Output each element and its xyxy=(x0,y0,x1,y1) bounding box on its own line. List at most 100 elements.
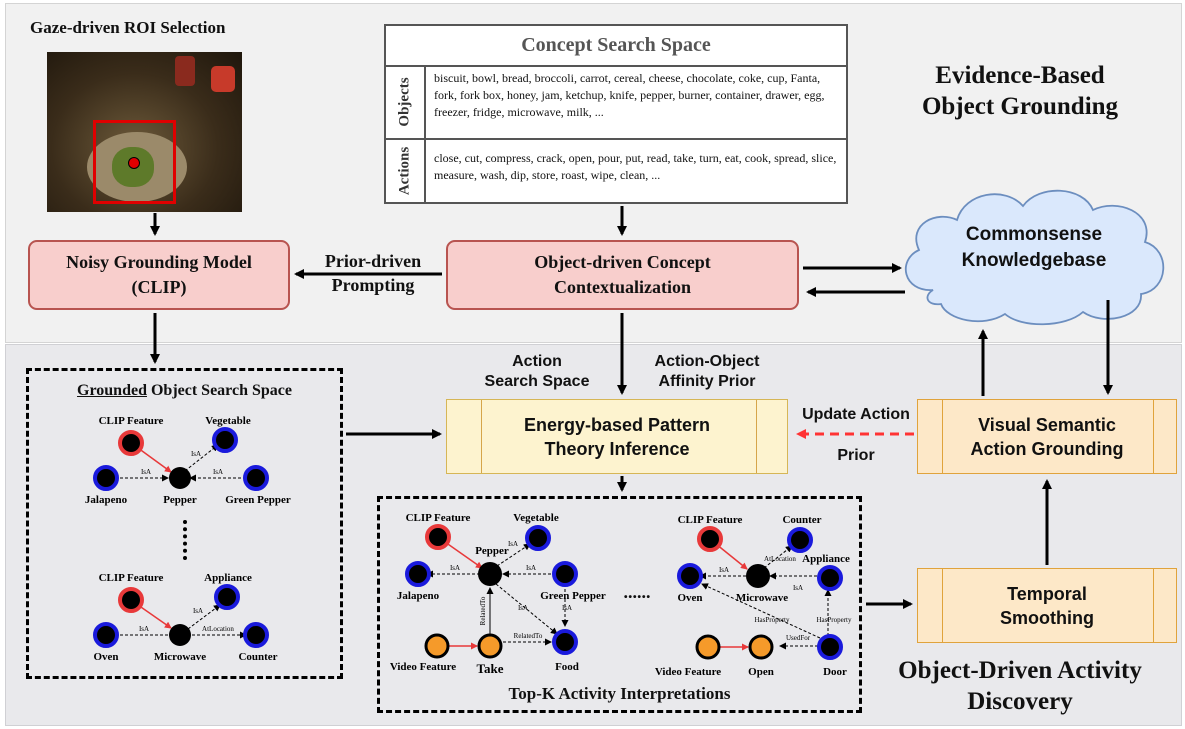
topk-title: Top-K Activity Interpretations xyxy=(508,684,731,703)
vsag-line2: Action Grounding xyxy=(970,438,1124,459)
g1-isa-2: IsA xyxy=(141,468,151,476)
tk-clip-node xyxy=(425,524,451,550)
tk2-oven-text: Oven xyxy=(677,592,702,604)
g1-pepper-text: Pepper xyxy=(163,494,197,506)
tk2-open-node xyxy=(748,634,774,660)
clip-node xyxy=(118,430,144,456)
tk-take-node xyxy=(477,633,503,659)
tk2-open-text: Open xyxy=(748,666,774,678)
g2-microwave-text: Microwave xyxy=(154,651,206,663)
tk-isa-5: IsA xyxy=(562,604,572,612)
tk-pepper-text: Pepper xyxy=(475,545,509,557)
tk2-video-node xyxy=(695,634,721,660)
tk-video-node xyxy=(424,633,450,659)
activity-heading-line1: Object-Driven Activity xyxy=(898,657,1142,684)
tk-vegetable-text: Vegetable xyxy=(513,512,559,524)
tk-green-pepper-node xyxy=(552,561,578,587)
tk2-door-node xyxy=(817,634,843,660)
tk-jalapeno-node xyxy=(405,561,431,587)
row-separator xyxy=(386,138,846,140)
tk2-isa-2: IsA xyxy=(793,584,803,592)
g2-isa-2: IsA xyxy=(139,625,149,633)
tk-isa-3: IsA xyxy=(526,564,536,572)
tk-vegetable-node xyxy=(525,525,551,551)
noisy-grounding-box: Noisy Grounding Model (CLIP) xyxy=(28,240,290,310)
grounded-ellipsis xyxy=(183,520,191,560)
tk-jalapeno-text: Jalapeno xyxy=(397,590,440,602)
grounded-title-underlined: Grounded xyxy=(77,382,147,399)
g2-counter-text: Counter xyxy=(238,651,277,663)
affinity-line2: Affinity Prior xyxy=(658,373,756,390)
g1-clip-text: CLIP Feature xyxy=(99,415,164,427)
vegetable-node xyxy=(212,427,238,453)
g2-clip-text: CLIP Feature xyxy=(99,572,164,584)
energy-line2: Theory Inference xyxy=(544,438,690,459)
g2-appliance-text: Appliance xyxy=(204,572,252,584)
concept-search-space: Concept Search Space Objects biscuit, bo… xyxy=(384,24,848,204)
noisy-line2: (CLIP) xyxy=(131,277,187,297)
prior-driven-line2: Prompting xyxy=(331,275,415,295)
tk-pepper-node xyxy=(478,562,502,586)
temporal-right-bar xyxy=(1153,569,1154,642)
tk-green-pepper-text: Green Pepper xyxy=(540,590,606,602)
topk-graph-right: CLIP Feature Counter Appliance Oven Micr… xyxy=(655,514,852,678)
jar-2 xyxy=(211,66,235,92)
tk-relatedto-1: RelatedTo xyxy=(514,632,543,640)
objects-row-header: Objects xyxy=(386,65,426,138)
g1-vegetable-text: Vegetable xyxy=(205,415,251,427)
vsag-line1: Visual Semantic xyxy=(978,414,1116,435)
g2-isa-1: IsA xyxy=(193,607,203,615)
tk2-hasproperty-1: HasProperty xyxy=(755,616,790,624)
roi-image xyxy=(47,52,242,212)
action-space-label: Action Search Space xyxy=(462,352,612,392)
tk2-video-text: Video Feature xyxy=(655,666,721,678)
roi-title: Gaze-driven ROI Selection xyxy=(30,18,226,37)
affinity-label: Action-Object Affinity Prior xyxy=(632,352,782,392)
tk2-microwave-node xyxy=(746,564,770,588)
update-action-label: Update Action xyxy=(802,406,910,423)
tk2-appliance-text: Appliance xyxy=(802,553,850,565)
objects-list: biscuit, bowl, bread, broccoli, carrot, … xyxy=(434,71,825,119)
grounded-title: Grounded Object Search Space xyxy=(26,381,343,401)
concept-ctx-line1: Object-driven Concept xyxy=(534,252,711,272)
pepper-node xyxy=(169,467,191,489)
g1-jalapeno-text: Jalapeno xyxy=(85,494,128,506)
temporal-line1: Temporal xyxy=(1007,583,1087,604)
g2-atlocation: AtLocation xyxy=(202,625,234,633)
vsag-right-bar xyxy=(1153,400,1154,473)
grounded-graph-1: CLIP Feature Vegetable Jalapeno Pepper G… xyxy=(85,415,291,506)
actions-list: close, cut, compress, crack, open, pour,… xyxy=(434,151,837,182)
tk2-microwave-text: Microwave xyxy=(736,592,788,604)
knowledgebase-label: Commonsense Knowledgebase xyxy=(923,222,1145,274)
tk-take-text: Take xyxy=(477,661,504,676)
appliance-node xyxy=(214,584,240,610)
jar-1 xyxy=(175,56,195,86)
action-space-line2: Search Space xyxy=(484,373,590,390)
knowledgebase-cloud xyxy=(904,189,1165,326)
g2-oven-text: Oven xyxy=(93,651,118,663)
tk2-clip-text: CLIP Feature xyxy=(678,514,743,526)
oven-node xyxy=(93,622,119,648)
roi-box xyxy=(93,120,176,204)
energy-left-bar xyxy=(481,400,482,473)
prior-driven-line1: Prior-driven xyxy=(324,251,422,271)
jalapeno-node xyxy=(93,465,119,491)
evidence-heading-line2: Object Grounding xyxy=(921,93,1119,120)
tk2-counter-node xyxy=(787,527,813,553)
action-space-line1: Action xyxy=(512,353,562,370)
g1-green-pepper-text: Green Pepper xyxy=(225,494,291,506)
tk-food-text: Food xyxy=(555,661,579,673)
evidence-heading-line1: Evidence-Based xyxy=(935,62,1105,89)
counter-node xyxy=(243,622,269,648)
grounded-title-rest: Object Search Space xyxy=(146,382,292,399)
grounded-graph-2: CLIP Feature Appliance Oven Microwave Co… xyxy=(93,572,278,663)
noisy-line1: Noisy Grounding Model xyxy=(66,252,252,272)
evidence-heading: Evidence-Based Object Grounding xyxy=(900,60,1140,122)
tk2-clip-node xyxy=(697,526,723,552)
